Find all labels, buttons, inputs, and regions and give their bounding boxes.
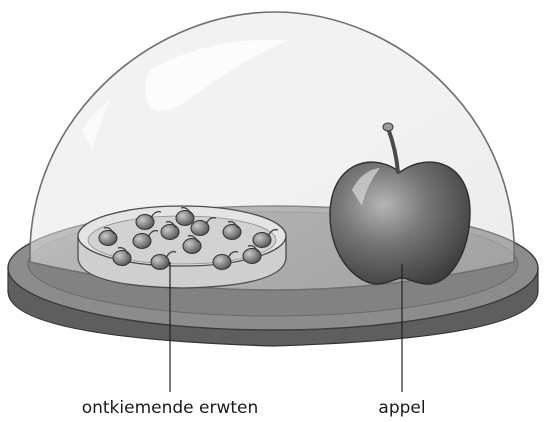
apple-label: appel <box>378 398 425 418</box>
pea <box>99 231 117 246</box>
pea <box>183 239 201 254</box>
pea <box>223 225 241 240</box>
pea <box>176 211 194 226</box>
peas-label: ontkiemende erwten <box>82 398 259 418</box>
pea <box>161 225 179 240</box>
pea <box>113 251 131 266</box>
pea <box>243 249 261 264</box>
